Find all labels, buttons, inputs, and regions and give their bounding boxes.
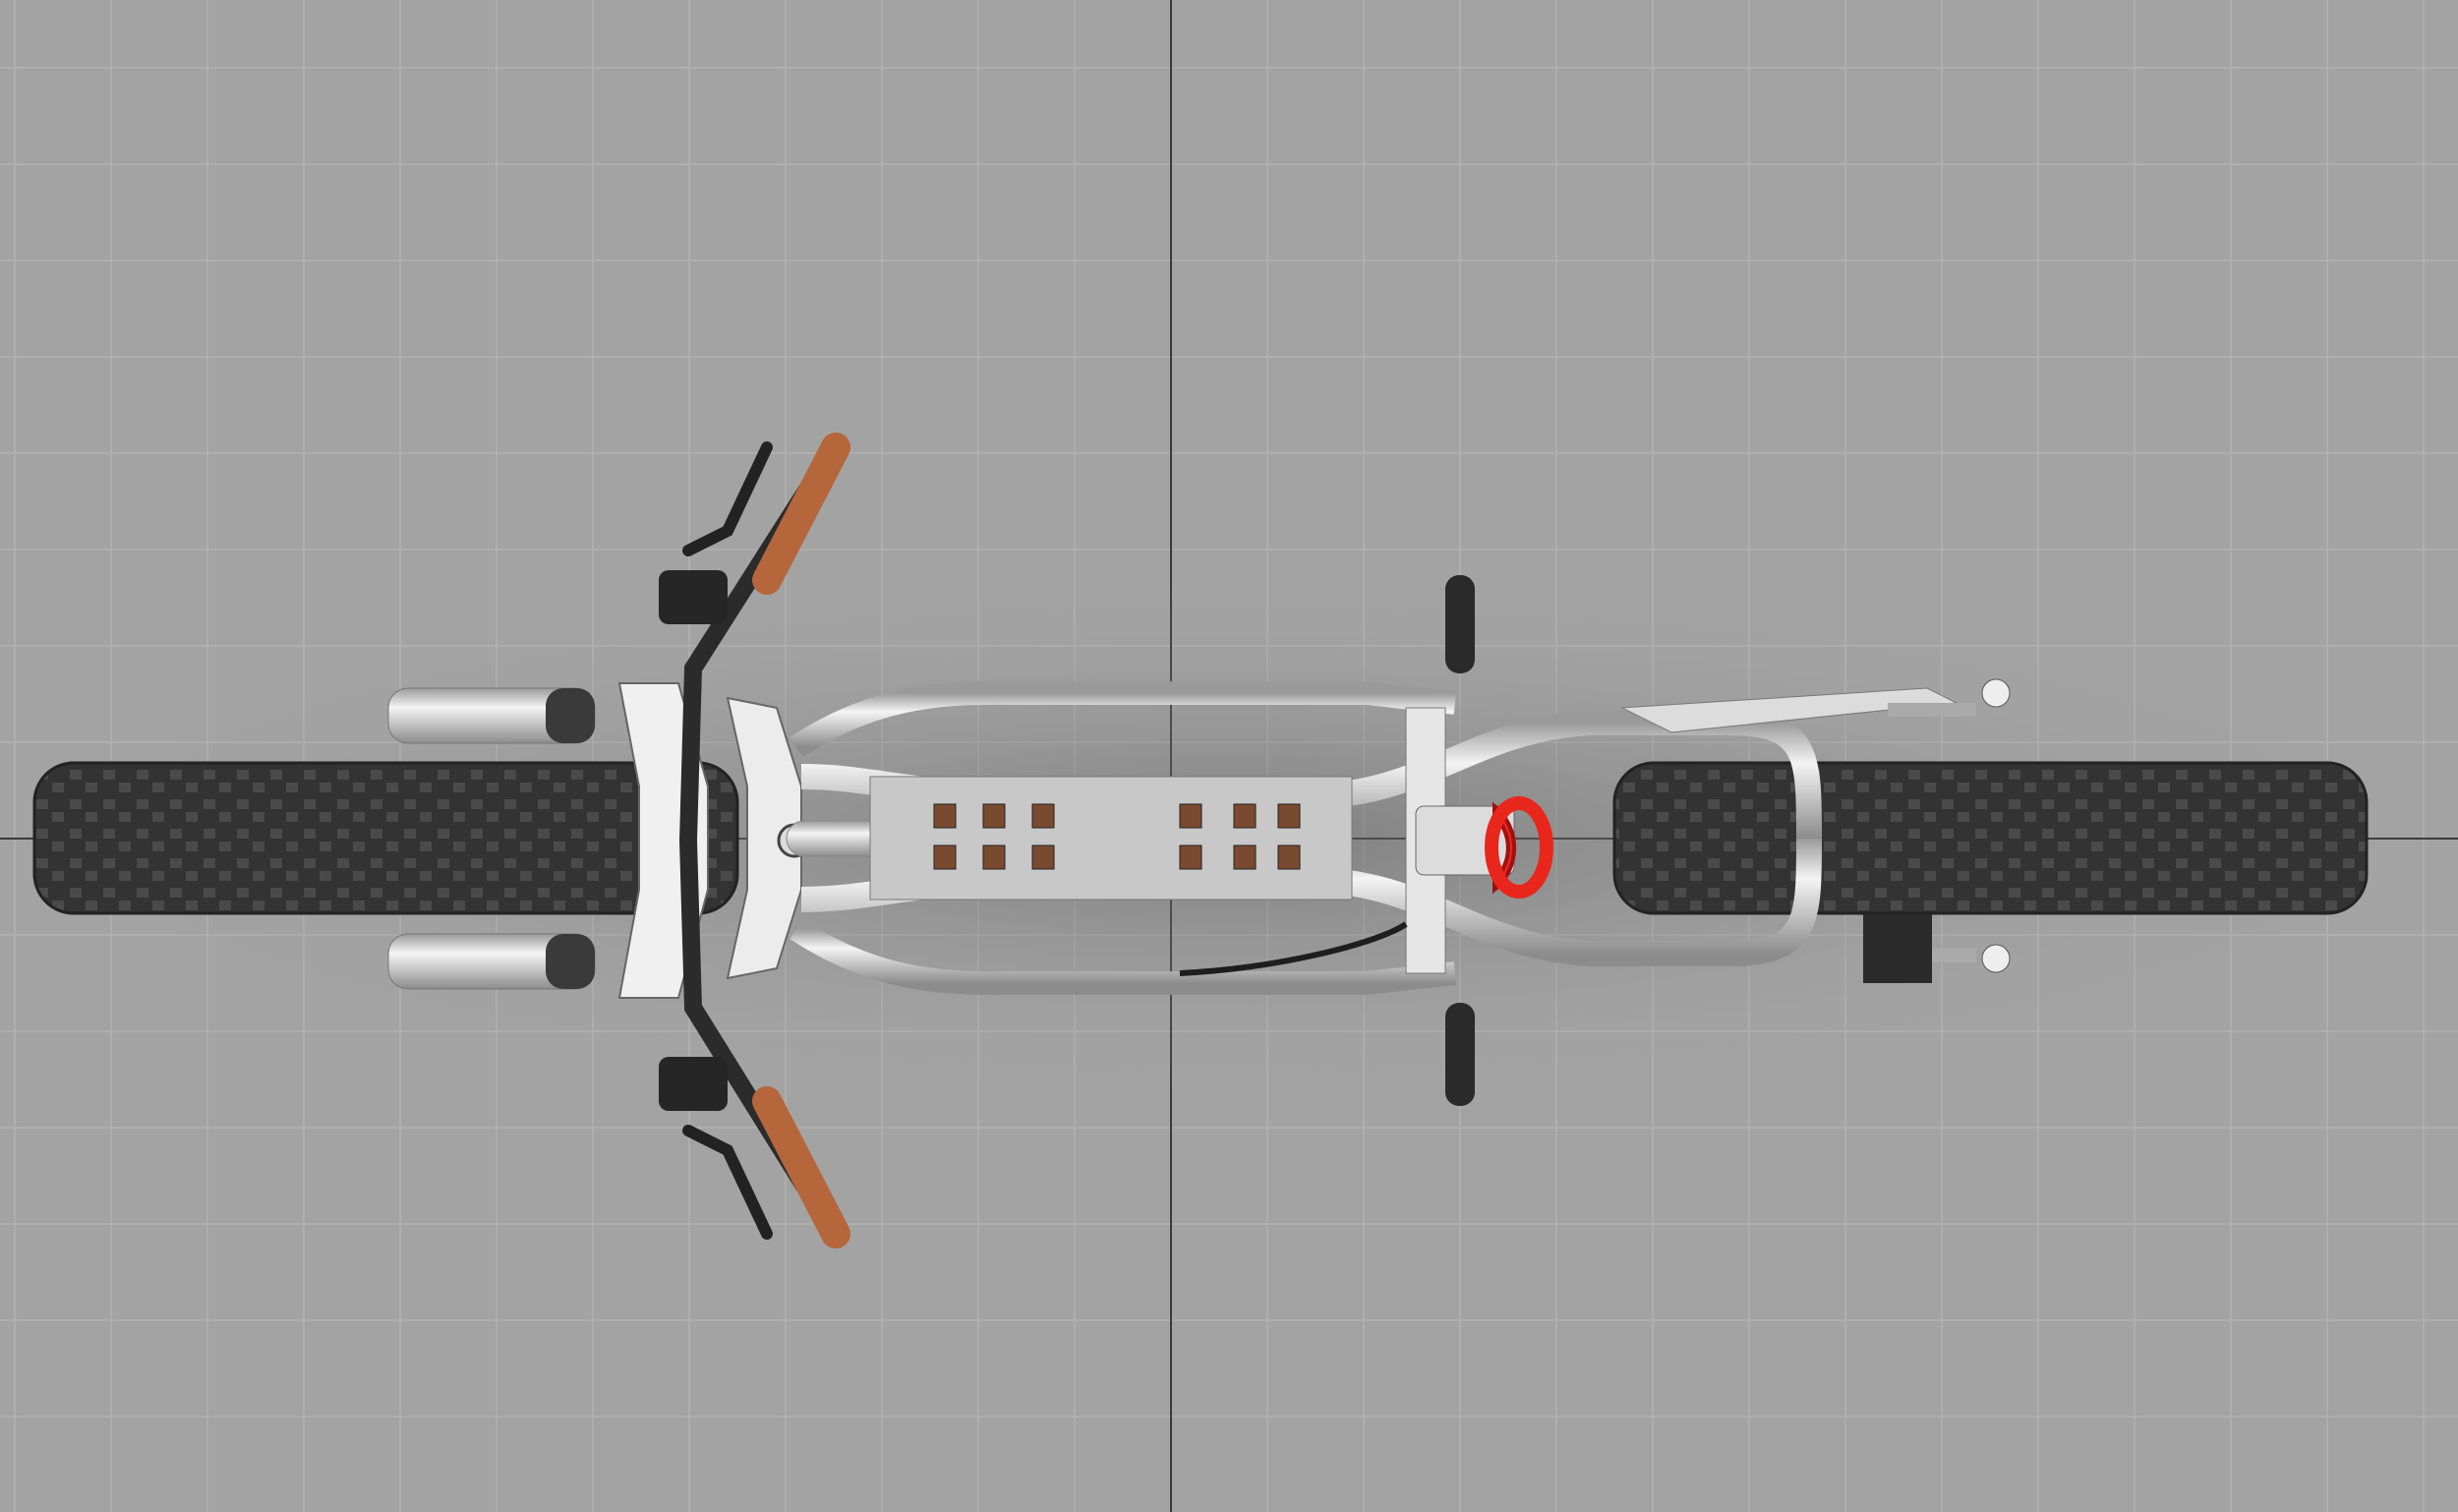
battery-cell [933,803,957,829]
footpeg-left[interactable] [1445,575,1475,673]
master-cylinder-right [659,1057,728,1111]
battery-cell [1179,844,1202,870]
rear-axle-left [1888,703,1976,717]
battery-cell [1031,803,1055,829]
motorcycle-model[interactable] [0,433,2458,1249]
battery-pack[interactable] [869,776,1353,901]
frame-upper-rail-right[interactable] [790,919,1457,996]
master-cylinder-left [659,570,728,624]
frame-upper-rail-left[interactable] [790,680,1457,757]
axle-nut-left [1981,678,2011,708]
grip-left[interactable] [752,433,850,595]
axle-nut-right [1981,944,2011,973]
battery-cell [933,844,957,870]
grip-right[interactable] [752,1086,850,1249]
battery-cell [1031,844,1055,870]
footpeg-right[interactable] [1445,1003,1475,1106]
headstock[interactable] [726,696,802,980]
rear-brake-caliper[interactable] [1863,914,1932,983]
rear-sprocket[interactable] [1492,801,1517,895]
front-tire[interactable] [32,761,739,915]
rear-sprocket-teeth [1485,796,1553,899]
handlebar[interactable] [678,443,840,1238]
battery-cell [1179,803,1202,829]
brake-lever-left[interactable] [682,441,773,556]
battery-cells [933,803,1301,870]
battery-cell [1277,844,1301,870]
fork-seal [546,934,595,989]
fork-seal [546,688,595,743]
battery-cell [982,844,1006,870]
battery-cell [1233,803,1257,829]
battery-cell [1277,803,1301,829]
battery-cell [1233,844,1257,870]
battery-cell [982,803,1006,829]
rear-tire[interactable] [1612,761,2369,915]
brake-lever-right[interactable] [682,1125,773,1240]
drive-chain[interactable] [1179,921,1408,976]
